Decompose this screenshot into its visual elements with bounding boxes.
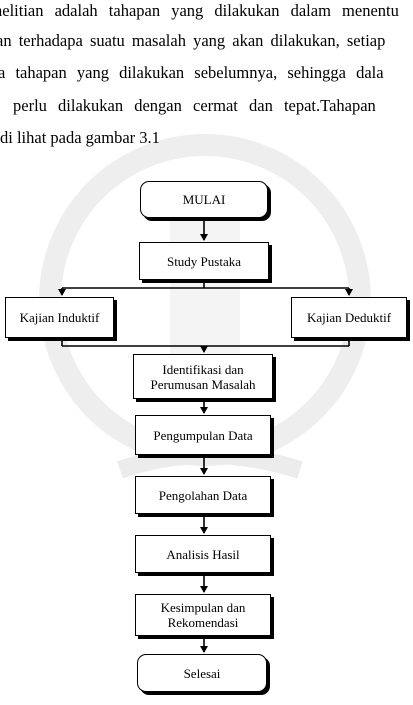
- induktif-label: Kajian Induktif: [19, 310, 100, 325]
- analisis-hasil-node: Analisis Hasil: [135, 535, 271, 573]
- kajian-induktif-node: Kajian Induktif: [5, 297, 114, 338]
- kajian-deduktif-node: Kajian Deduktif: [291, 297, 407, 338]
- end-label: Selesai: [183, 665, 221, 681]
- body-paragraph: nelitian adalah tahapan yang dilakukan d…: [0, 0, 413, 150]
- process-label: Pengolahan Data: [158, 487, 248, 503]
- start-label: MULAI: [182, 192, 226, 207]
- collect-label: Pengumpulan Data: [153, 427, 253, 443]
- paragraph-line: di lihat pada gambar 3.1: [0, 128, 160, 147]
- pengumpulan-data-node: Pengumpulan Data: [135, 415, 271, 455]
- identifikasi-node: Identifikasi dan Perumusan Masalah: [133, 354, 273, 399]
- paragraph-line: perlu dilakukan dengan cermat dan tepat.…: [13, 96, 376, 115]
- analysis-label: Analisis Hasil: [166, 546, 240, 562]
- pengolahan-data-node: Pengolahan Data: [135, 476, 271, 514]
- paragraph-line: an terhadapa suatu masalah yang akan dil…: [0, 31, 386, 50]
- deduktif-label: Kajian Deduktif: [306, 310, 392, 325]
- study-pustaka-node: Study Pustaka: [139, 242, 269, 280]
- conclusion-label: Kesimpulan dan Rekomendasi: [160, 600, 246, 630]
- study-label: Study Pustaka: [166, 253, 242, 269]
- paragraph-line: nelitian adalah tahapan yang dilakukan d…: [0, 1, 399, 20]
- start-node: MULAI: [140, 181, 268, 218]
- identify-label: Identifikasi dan Perumusan Masalah: [150, 361, 256, 392]
- kesimpulan-node: Kesimpulan dan Rekomendasi: [135, 594, 271, 636]
- end-node: Selesai: [137, 654, 267, 692]
- paragraph-line: a tahapan yang dilakukan sebelumnya, seh…: [0, 63, 384, 82]
